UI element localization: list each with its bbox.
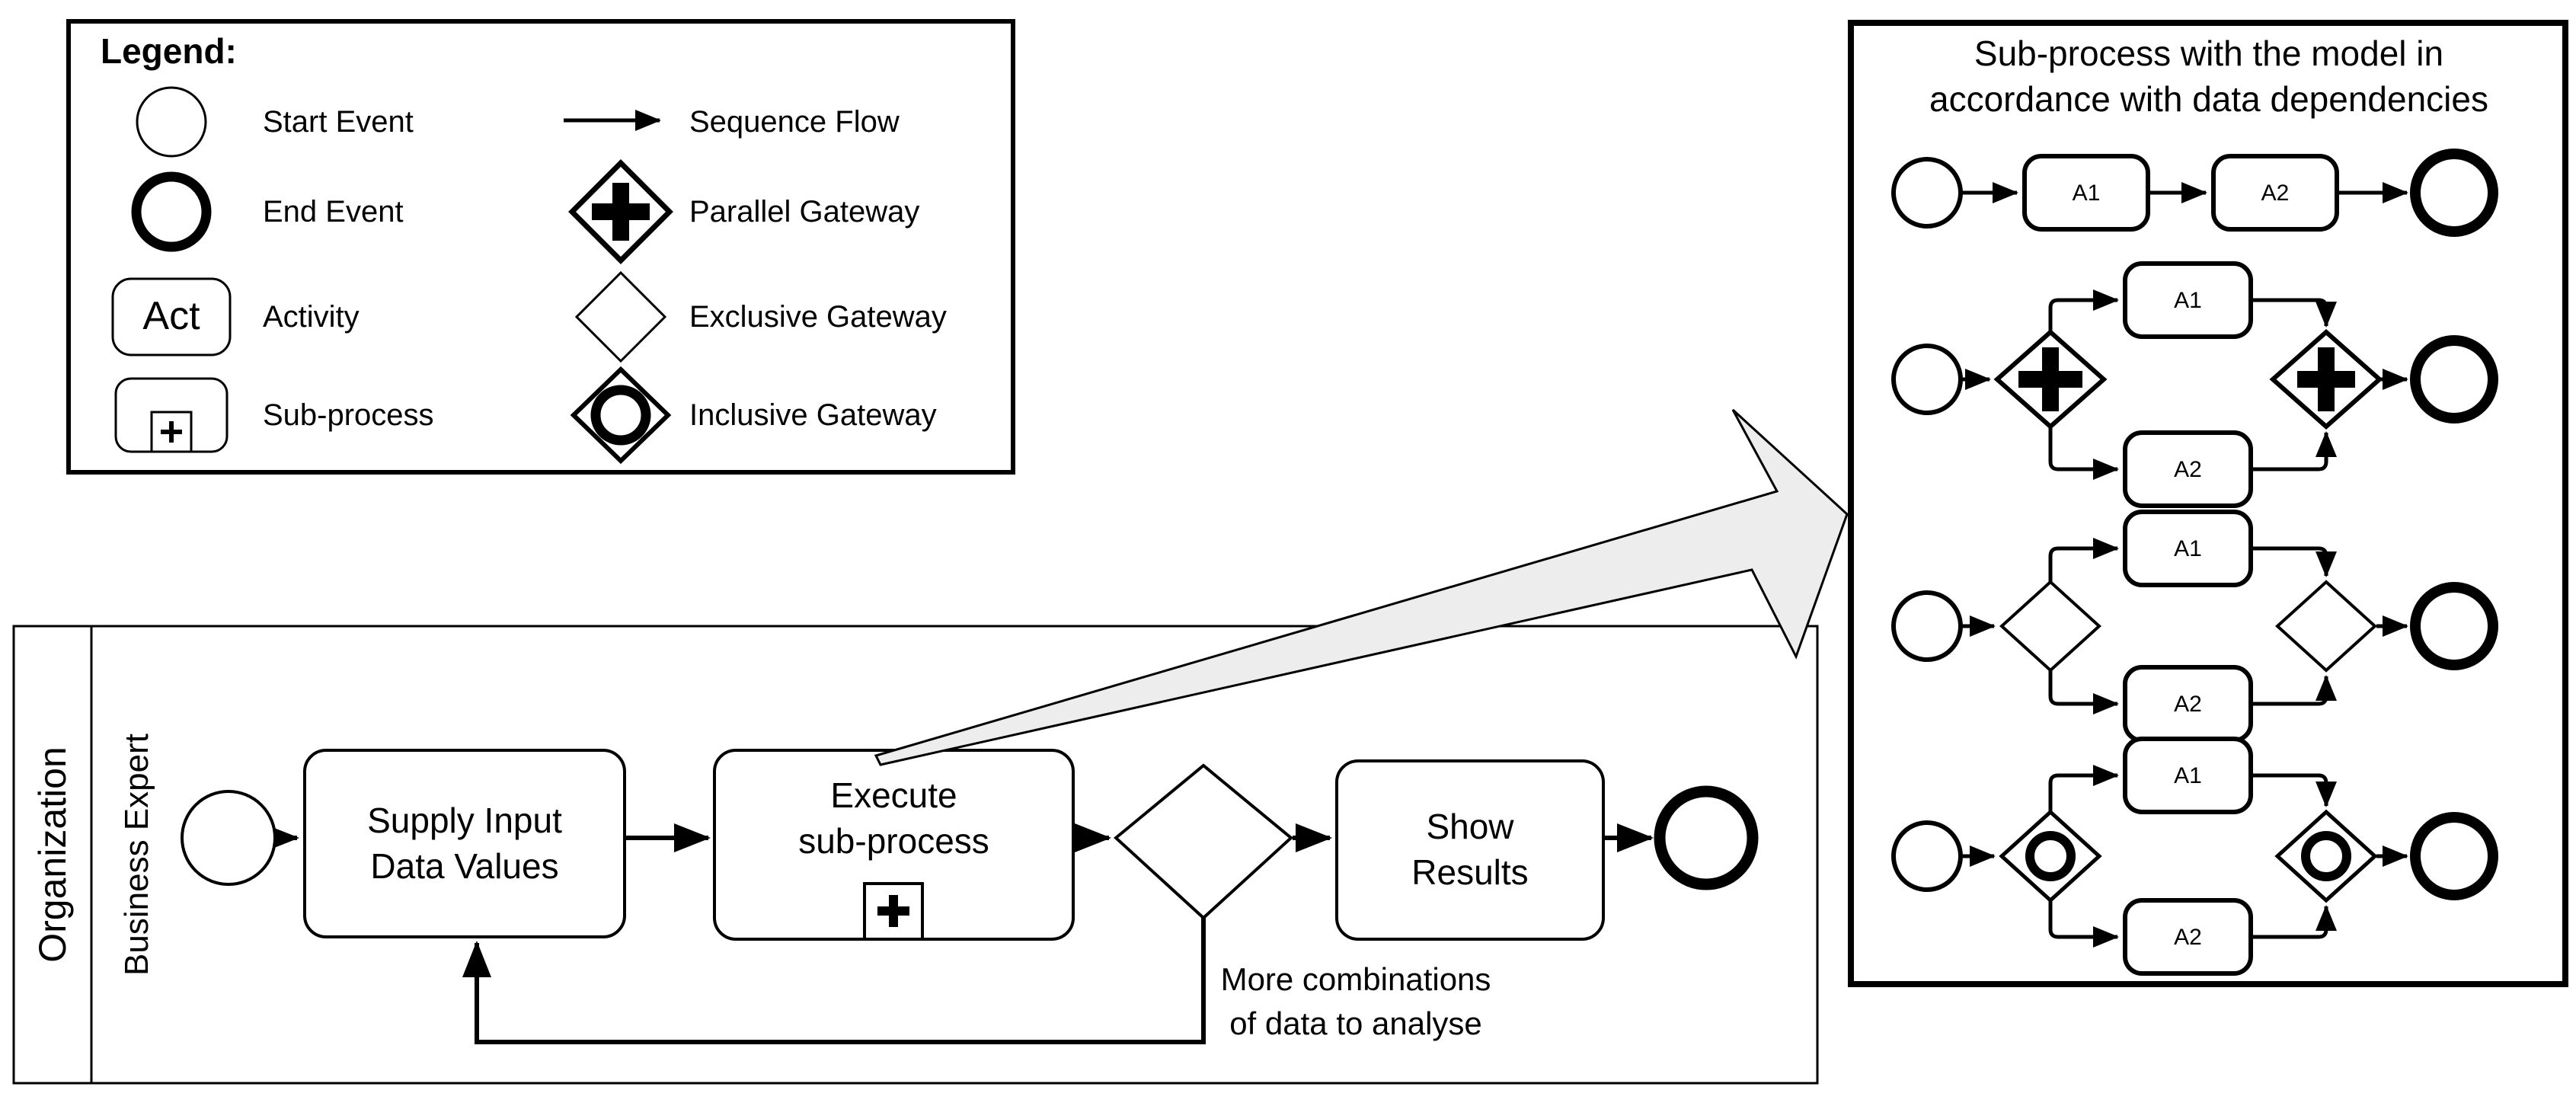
subprocess-panel-box: [1848, 20, 2568, 987]
parallel-gateway-icon: [568, 159, 673, 264]
end-event-icon: [131, 171, 212, 252]
show-results-box: [1335, 759, 1605, 941]
panel-row-inclusive: [1891, 737, 2498, 976]
subprocess-marker-icon: [863, 882, 924, 941]
pool-title: Organization: [30, 746, 74, 963]
row3-start-event: [1891, 590, 1963, 662]
loop-condition-label: More combinations of data to analyse: [1220, 961, 1491, 1041]
row2-end-event: [2410, 335, 2498, 424]
loop-flow-arrow: [462, 918, 1206, 1044]
main-start-event: [181, 790, 276, 886]
big-callout-arrow: [874, 408, 1849, 766]
row2-a2-label: A2: [2174, 456, 2202, 482]
activity-symbol-label: Act: [142, 294, 200, 339]
row1-start-event: [1891, 157, 1963, 229]
row4-a1-label: A1: [2174, 762, 2202, 788]
row1-a2-box: [2211, 154, 2339, 232]
row3-a1-label: A1: [2174, 535, 2202, 561]
supply-task-box: [303, 749, 626, 938]
task-show-label: Show Results: [1411, 807, 1529, 892]
activity-icon: [111, 277, 232, 356]
legend-label-sub-process: Sub-process: [263, 398, 434, 432]
row1-end-event: [2410, 149, 2498, 237]
legend-label-activity: Activity: [263, 300, 360, 334]
legend-label-exclusive-gateway: Exclusive Gateway: [689, 300, 947, 334]
row1-a1-box: [2022, 154, 2150, 232]
row2-start-event: [1891, 344, 1963, 415]
main-end-event: [1654, 785, 1759, 890]
row2-a1-label: A1: [2174, 287, 2202, 313]
row1-a1-label: A1: [2072, 180, 2101, 206]
task-execute-label: Execute sub-process: [798, 775, 989, 861]
panel-row-exclusive: [1891, 510, 2498, 743]
row3-exclusive-gateway-join: [2275, 580, 2377, 673]
row3-end-event: [2410, 582, 2498, 670]
panel-title: Sub-process with the model in accordance…: [1929, 34, 2488, 119]
legend-heading: Legend:: [101, 31, 237, 72]
legend-label-parallel-gateway: Parallel Gateway: [689, 195, 920, 229]
main-exclusive-gateway: [1113, 763, 1294, 920]
execute-subprocess-box: [713, 749, 1075, 941]
legend-label-start-event: Start Event: [263, 105, 414, 139]
row1-a2-label: A2: [2261, 180, 2290, 206]
legend-label-end-event: End Event: [263, 195, 404, 229]
row3-a2-label: A2: [2174, 691, 2202, 717]
row4-inclusive-gateway-join: [2274, 809, 2378, 903]
row4-a2-label: A2: [2174, 924, 2202, 950]
task-supply-label: Supply Input Data Values: [367, 800, 562, 886]
legend-label-inclusive-gateway: Inclusive Gateway: [689, 398, 937, 432]
row4-inclusive-gateway-split: [1999, 809, 2102, 903]
row4-start-event: [1891, 820, 1963, 892]
row4-end-event: [2410, 812, 2498, 900]
start-event-icon: [136, 86, 207, 158]
row2-parallel-gateway-split: [1993, 328, 2108, 430]
inclusive-gateway-icon: [570, 366, 672, 465]
row2-parallel-gateway-join: [2269, 328, 2383, 430]
panel-row-parallel: [1891, 261, 2498, 508]
lane-label: Business Expert: [118, 734, 156, 976]
exclusive-gateway-icon: [574, 270, 667, 363]
sub-process-icon: [114, 377, 229, 453]
row3-exclusive-gateway-split: [1999, 580, 2101, 673]
legend-label-sequence-flow: Sequence Flow: [689, 105, 900, 139]
panel-row-sequence: [1891, 149, 2498, 237]
